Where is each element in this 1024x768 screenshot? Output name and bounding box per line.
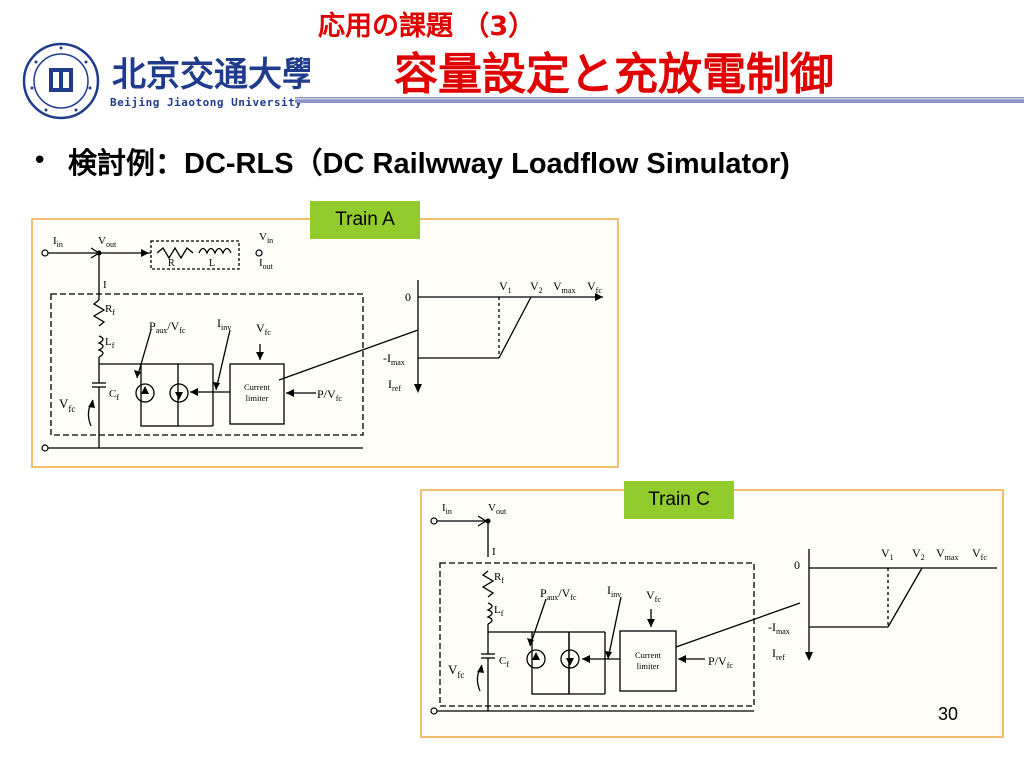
svg-text:Vout: Vout — [488, 502, 507, 516]
svg-text:V2: V2 — [912, 546, 925, 562]
svg-text:Iref: Iref — [772, 646, 785, 662]
svg-text:0: 0 — [405, 290, 411, 304]
svg-text:Cf: Cf — [499, 655, 509, 669]
svg-text:Vfc: Vfc — [59, 396, 75, 414]
svg-text:limiter: limiter — [637, 661, 660, 671]
svg-text:Current: Current — [635, 650, 662, 660]
svg-text:Paux/Vfc: Paux/Vfc — [540, 586, 577, 602]
university-seal-logo — [22, 42, 100, 120]
train-a-tag: Train A — [310, 201, 420, 239]
svg-text:Vmax: Vmax — [936, 546, 958, 562]
svg-text:Iin: Iin — [442, 502, 452, 516]
svg-text:Iinv: Iinv — [607, 583, 621, 599]
train-a-panel: Iin Vout Vin Iout R L I Rf Lf Cf Vfc Pau… — [31, 218, 619, 468]
svg-text:Iinv: Iinv — [217, 316, 231, 332]
svg-text:Vmax: Vmax — [553, 279, 575, 295]
svg-text:Iin: Iin — [53, 235, 63, 249]
logo-chinese-text: 北京交通大學 — [112, 55, 310, 95]
train-c-circuit-diagram: Iin Vout I Rf Lf Cf Vfc Paux/Vfc Iinv Vf… — [430, 502, 997, 715]
svg-text:Rf: Rf — [105, 303, 115, 317]
svg-text:Current: Current — [244, 382, 271, 392]
slide-subtitle: 応用の課題 （3） — [318, 11, 536, 42]
svg-text:-Imax: -Imax — [768, 620, 790, 636]
svg-text:Vfc: Vfc — [646, 588, 661, 604]
svg-text:0: 0 — [794, 558, 800, 572]
bullet-line: 検討例：DC-RLS（DC Railwway Loadflow Simulato… — [68, 140, 790, 182]
svg-text:R: R — [168, 258, 175, 269]
svg-text:I: I — [103, 279, 107, 291]
svg-text:Vin: Vin — [259, 231, 273, 245]
bullet-description: DC-RLS（DC Railwway Loadflow Simulator) — [184, 148, 790, 180]
svg-text:P/Vfc: P/Vfc — [708, 654, 733, 670]
slide-title: 容量設定と充放電制御 — [394, 49, 834, 100]
svg-text:limiter: limiter — [246, 393, 269, 403]
svg-text:Vout: Vout — [98, 235, 117, 249]
svg-text:Iout: Iout — [259, 257, 274, 271]
university-name-logo: 北京交通大學 — [112, 55, 310, 95]
svg-text:Lf: Lf — [494, 604, 504, 618]
svg-text:Vfc: Vfc — [587, 279, 602, 295]
svg-text:Paux/Vfc: Paux/Vfc — [149, 319, 186, 335]
svg-text:Iref: Iref — [388, 377, 401, 393]
bullet-marker: • — [32, 146, 48, 176]
page-number: 30 — [938, 704, 959, 724]
train-c-panel: Iin Vout I Rf Lf Cf Vfc Paux/Vfc Iinv Vf… — [420, 489, 1004, 738]
svg-text:Vfc: Vfc — [256, 321, 271, 337]
svg-text:Vfc: Vfc — [448, 662, 464, 680]
header-rule — [295, 97, 1024, 103]
train-c-tag: Train C — [624, 481, 734, 519]
svg-text:V2: V2 — [530, 279, 543, 295]
svg-text:Lf: Lf — [105, 336, 115, 350]
svg-text:L: L — [209, 258, 215, 269]
svg-text:I: I — [492, 546, 496, 558]
svg-text:Vfc: Vfc — [972, 546, 987, 562]
svg-text:Cf: Cf — [109, 388, 119, 402]
svg-text:Rf: Rf — [494, 571, 504, 585]
bullet-label: 検討例： — [68, 146, 185, 180]
logo-english-name: Beijing Jiaotong University — [110, 96, 303, 109]
svg-text:V1: V1 — [499, 279, 512, 295]
svg-text:-Imax: -Imax — [383, 351, 405, 367]
svg-text:P/Vfc: P/Vfc — [317, 387, 342, 403]
train-a-circuit-diagram: Iin Vout Vin Iout R L I Rf Lf Cf Vfc Pau… — [41, 231, 603, 452]
svg-text:V1: V1 — [881, 546, 894, 562]
